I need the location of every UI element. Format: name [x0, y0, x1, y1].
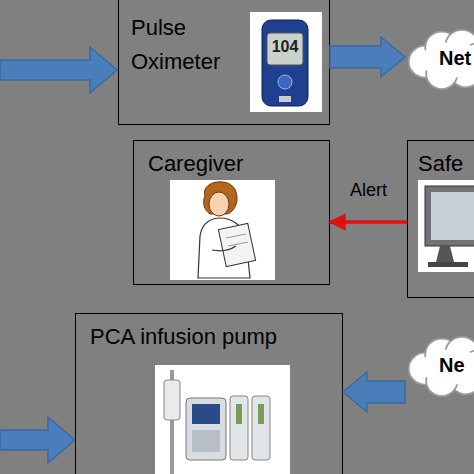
meter-screen [267, 33, 303, 65]
cloud-label: Ne [439, 348, 474, 382]
network-cloud: Net [405, 28, 474, 90]
block-arrow [330, 37, 405, 77]
meter-button [278, 75, 292, 89]
process-box: PCA infusion pump [75, 313, 343, 474]
meter-body [262, 20, 308, 106]
monitor-stand [436, 246, 454, 262]
pump-led [236, 404, 242, 424]
box-title: Pulse Oximeter [131, 11, 246, 79]
input-arrow [0, 47, 117, 93]
process-box: Safe [407, 140, 474, 298]
clipboard [218, 223, 255, 266]
photo-background [155, 365, 290, 474]
box-title: Safe [418, 147, 474, 181]
meter-port [279, 96, 291, 102]
pump-screen [192, 404, 220, 424]
cloud-label: Net [439, 41, 474, 75]
nurse-face [209, 192, 229, 216]
display-reading: 104 [267, 38, 303, 56]
monitor-screen [431, 192, 474, 240]
pump-led [258, 404, 264, 424]
network-cloud: Ne [405, 335, 474, 397]
clipboard-line [226, 234, 246, 238]
input-arrow [0, 417, 75, 463]
syringe-module [164, 380, 180, 420]
process-box: Pulse Oximeter [118, 0, 330, 125]
pump-body [186, 398, 226, 460]
nurse-arm [212, 246, 236, 251]
pump-module [252, 396, 270, 460]
box-title: Caregiver [148, 147, 323, 181]
photo-background [170, 180, 275, 280]
monitor-base [428, 262, 468, 267]
clipboard-line [228, 242, 248, 246]
alert-arrow [330, 220, 407, 224]
pump-keypad [192, 430, 220, 452]
block-arrow [343, 372, 405, 412]
photo-background [250, 12, 322, 112]
monitor-bezel [425, 186, 474, 246]
box-title: PCA infusion pump [90, 320, 340, 354]
pump-module [230, 396, 248, 460]
edge-label: Alert [350, 180, 387, 201]
process-box: Caregiver [133, 140, 330, 285]
